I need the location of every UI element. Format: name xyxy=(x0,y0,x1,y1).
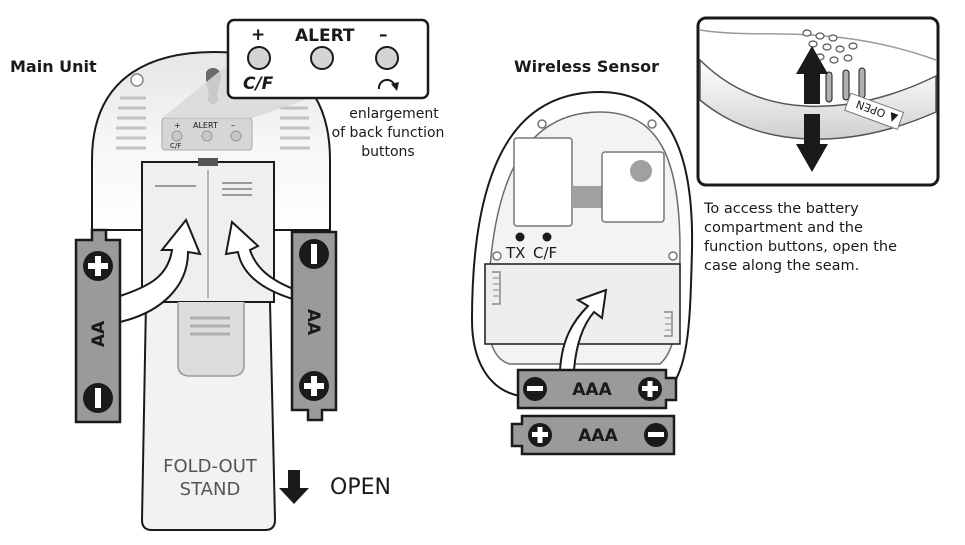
small-cf-button[interactable] xyxy=(171,130,183,142)
compartment-latch xyxy=(198,158,218,166)
stand-grip xyxy=(190,316,230,336)
sensor-vent-holes xyxy=(802,29,858,64)
double-arrow-icon xyxy=(796,46,828,172)
battery-polarity-marks xyxy=(155,182,252,196)
wireless-sensor: Wireless Sensor TX C/F xyxy=(470,57,694,456)
spring-contact xyxy=(664,311,673,337)
small-alert-button[interactable] xyxy=(201,130,213,142)
inset-caption-line3: function buttons, open the xyxy=(704,239,897,255)
cf-button[interactable] xyxy=(247,46,271,70)
tx-label: TX xyxy=(505,244,525,262)
open-label: OPEN xyxy=(330,475,391,500)
alert-button[interactable] xyxy=(310,46,334,70)
cf-button-sensor[interactable] xyxy=(542,232,552,242)
battery-bottom-label: AAA xyxy=(578,426,618,446)
enlargement-caption-line1: enlargement xyxy=(349,106,439,122)
cf-label-sensor: C/F xyxy=(533,244,557,262)
aaa-battery-bottom: AAA xyxy=(510,414,676,456)
insert-arrow-sensor xyxy=(558,288,608,371)
sensor-module xyxy=(601,151,665,223)
arrow-down-icon xyxy=(279,470,309,504)
battery-left-label: AA xyxy=(89,320,109,347)
spring-contact xyxy=(492,271,501,305)
stand-label-line2: STAND xyxy=(180,479,241,500)
screw xyxy=(647,119,657,129)
aa-battery-left: AA xyxy=(74,228,122,424)
screw xyxy=(668,251,678,261)
enlargement-callout: + ALERT – C/F enlargement of back functi… xyxy=(162,18,445,160)
screw xyxy=(537,119,547,129)
main-unit-heading: Main Unit xyxy=(10,57,97,76)
stand-tab[interactable] xyxy=(177,302,245,377)
small-plus-label: + xyxy=(174,121,181,130)
small-minus-button[interactable] xyxy=(230,130,242,142)
enlargement-caption-line3: buttons xyxy=(361,144,414,160)
seam-inset: OPEN To access the battery compartment a… xyxy=(696,16,940,274)
inset-buttons xyxy=(825,67,866,103)
screw xyxy=(492,251,502,261)
connector xyxy=(572,186,602,208)
aa-battery-right: AA xyxy=(290,230,338,422)
alert-label: ALERT xyxy=(295,26,355,46)
minus-button[interactable] xyxy=(375,46,399,70)
insert-arrow-left xyxy=(119,218,202,324)
inset-caption-line4: case along the seam. xyxy=(704,258,859,274)
battery-right-label: AA xyxy=(303,309,323,336)
hang-hole xyxy=(130,73,144,87)
spring-coils xyxy=(493,277,671,331)
tx-button[interactable] xyxy=(515,232,525,242)
wireless-sensor-heading: Wireless Sensor xyxy=(514,57,659,76)
enlargement-caption-line2: of back function xyxy=(332,125,445,141)
aaa-battery-top: AAA xyxy=(516,368,678,410)
plus-label: + xyxy=(251,25,265,45)
circuit-board xyxy=(513,137,573,227)
insert-arrow-right xyxy=(224,220,297,302)
small-alert-label: ALERT xyxy=(193,121,218,130)
stand-label-line1: FOLD-OUT xyxy=(163,456,258,477)
cf-label: C/F xyxy=(243,74,274,94)
inset-caption-line2: compartment and the xyxy=(704,220,863,236)
battery-top-label: AAA xyxy=(572,380,612,400)
minus-label: – xyxy=(379,25,388,45)
sensor-led xyxy=(630,160,652,182)
inset-caption-line1: To access the battery xyxy=(703,201,859,217)
small-cf-label: C/F xyxy=(170,142,181,150)
main-unit: Main Unit + ALERT – C/F xyxy=(10,50,391,531)
small-minus-label: – xyxy=(231,121,235,130)
